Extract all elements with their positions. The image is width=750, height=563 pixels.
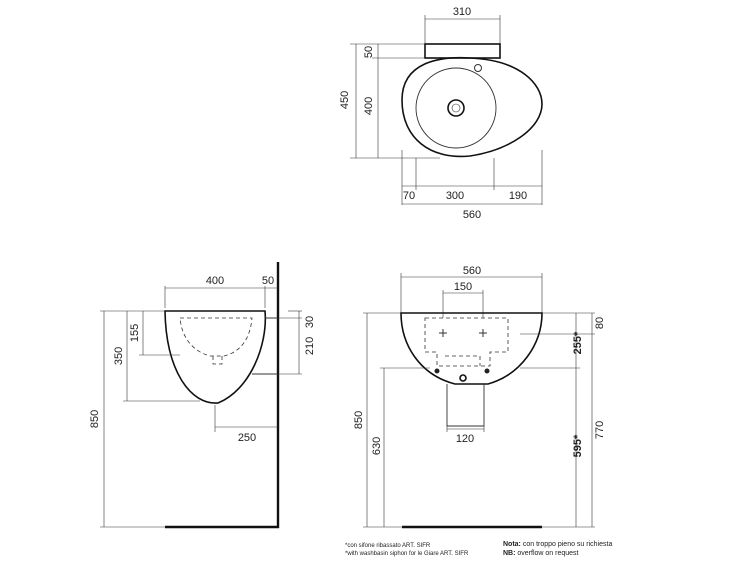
dim-front-height-total: 850 [353, 411, 365, 429]
top-view: 310 450 50 400 70 300 190 560 [339, 6, 543, 221]
dim-side-bracket-height: 210 [304, 337, 316, 355]
dim-front-tap-spacing: 150 [454, 281, 472, 293]
dim-side-wall-gap: 50 [262, 275, 274, 287]
back-plate [424, 43, 501, 59]
dim-top-bowl-width: 300 [446, 190, 464, 202]
dim-front-bowl-drop: 255* [572, 331, 584, 354]
dim-front-floor-to-top: 770 [594, 421, 606, 439]
basin-outline-top [401, 56, 543, 158]
dim-top-depth-back: 50 [363, 46, 375, 58]
dim-top-left-offset: 70 [403, 190, 415, 202]
note-siphon-en: *with washbasin siphon for le Giare ART.… [345, 551, 469, 557]
tap-mark-right-icon [479, 329, 487, 337]
tap-hole-icon [474, 64, 482, 72]
fixing-hole-left-icon [434, 368, 440, 374]
basin-outline-front [400, 312, 543, 385]
dim-top-width: 310 [453, 6, 471, 18]
fixing-hole-right-icon [484, 368, 490, 374]
drain-icon [447, 99, 465, 117]
notes: *con sifone ribassato ART. SIFR *with wa… [345, 541, 612, 557]
drain-front-icon [459, 374, 467, 382]
dim-side-height-total: 850 [89, 410, 101, 428]
dim-front-siphon-height: 630 [371, 437, 383, 455]
front-view: 560 150 120 850 [353, 265, 606, 529]
dim-top-depth-total: 450 [339, 91, 351, 109]
dim-front-siphon-width: 120 [456, 433, 474, 445]
dim-front-width: 560 [463, 265, 481, 277]
dim-top-right-offset: 190 [509, 190, 527, 202]
tap-mark-left-icon [439, 329, 447, 337]
dim-side-inner-depth: 155 [129, 324, 141, 342]
note-siphon-it: *con sifone ribassato ART. SIFR [345, 543, 431, 549]
bowl-circle [415, 67, 497, 149]
dim-side-depth: 400 [206, 275, 224, 287]
dim-front-floor-to-drain: 595* [572, 434, 584, 457]
dim-top-depth-bowl: 400 [363, 97, 375, 115]
dim-top-total-width: 560 [463, 209, 481, 221]
note-overflow-it: Nota: con troppo pieno su richiesta [503, 541, 612, 548]
dim-side-drain-offset: 250 [238, 432, 256, 444]
dim-side-top-thick: 30 [304, 316, 316, 328]
basin-profile-side [164, 310, 267, 404]
note-overflow-en: NB: overflow on request [503, 550, 579, 557]
dim-front-top-thick: 80 [594, 317, 606, 329]
dim-side-bowl-height: 350 [113, 347, 125, 365]
side-view: 400 50 850 350 155 30 210 250 [89, 262, 316, 529]
siphon-outline [446, 384, 485, 427]
